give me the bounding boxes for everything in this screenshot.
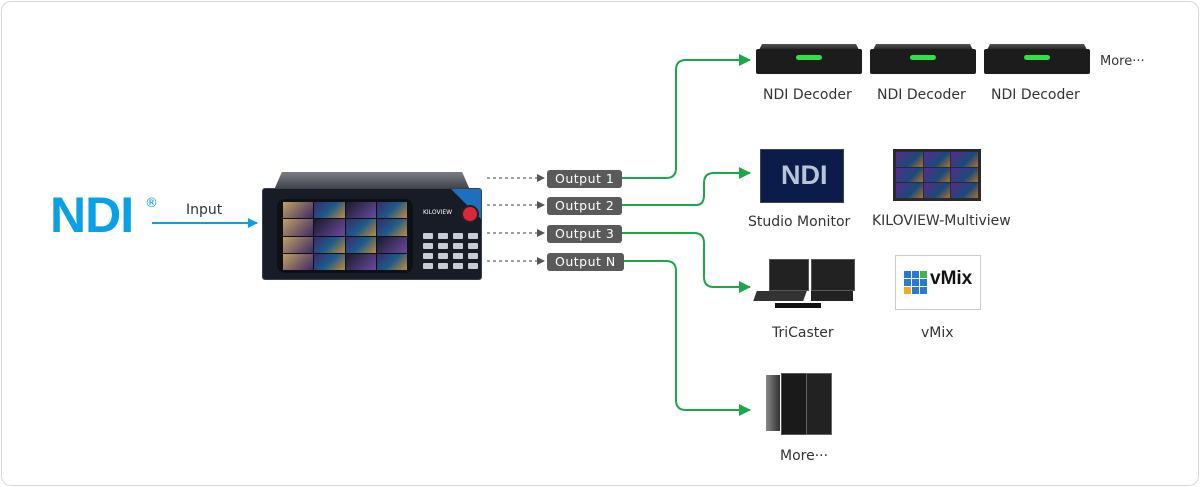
kiloview-cube-x1-device: KILOVIEW xyxy=(262,172,482,280)
wire-output-2 xyxy=(614,167,751,206)
server-rack-image xyxy=(766,373,834,435)
ndi-decoder-label-1: NDI Decoder xyxy=(763,87,852,103)
registered-mark: ® xyxy=(145,196,158,211)
device-screen xyxy=(277,199,413,273)
wire-output-n xyxy=(614,260,751,416)
more-destinations-label: More··· xyxy=(780,448,829,464)
ndi-decoder-label-3: NDI Decoder xyxy=(991,87,1080,103)
ndi-decoder-image-1 xyxy=(756,44,862,74)
vmix-logo-image: vMix xyxy=(895,255,981,310)
device-knob xyxy=(461,205,479,223)
wire-output-3 xyxy=(614,232,751,293)
output-1-tag: Output 1 xyxy=(547,170,623,188)
output-3-tag: Output 3 xyxy=(547,225,623,243)
studio-monitor-image: NDI xyxy=(760,149,844,203)
kiloview-multiview-image xyxy=(893,149,981,201)
device-keypad xyxy=(423,233,478,269)
ndi-logo: NDI xyxy=(50,187,134,243)
vmix-label: vMix xyxy=(921,325,954,341)
studio-monitor-ndi-text: NDI xyxy=(781,160,828,190)
output-2-tag: Output 2 xyxy=(547,197,623,215)
vmix-logo-text: vMix xyxy=(930,268,973,289)
output-n-tag: Output N xyxy=(547,253,624,271)
wire-output-1 xyxy=(614,54,751,179)
studio-monitor-label: Studio Monitor xyxy=(748,214,851,230)
input-label: Input xyxy=(186,202,223,218)
ndi-decoder-image-2 xyxy=(870,44,976,74)
tricaster-label: TriCaster xyxy=(772,325,834,341)
ndi-decoder-image-3 xyxy=(984,44,1090,74)
ndi-decoder-label-2: NDI Decoder xyxy=(877,87,966,103)
kiloview-multiview-label: KILOVIEW-Multiview xyxy=(872,213,1011,229)
tricaster-image xyxy=(753,259,855,314)
decoders-more-label: More··· xyxy=(1100,54,1145,69)
device-brand: KILOVIEW xyxy=(423,209,453,216)
